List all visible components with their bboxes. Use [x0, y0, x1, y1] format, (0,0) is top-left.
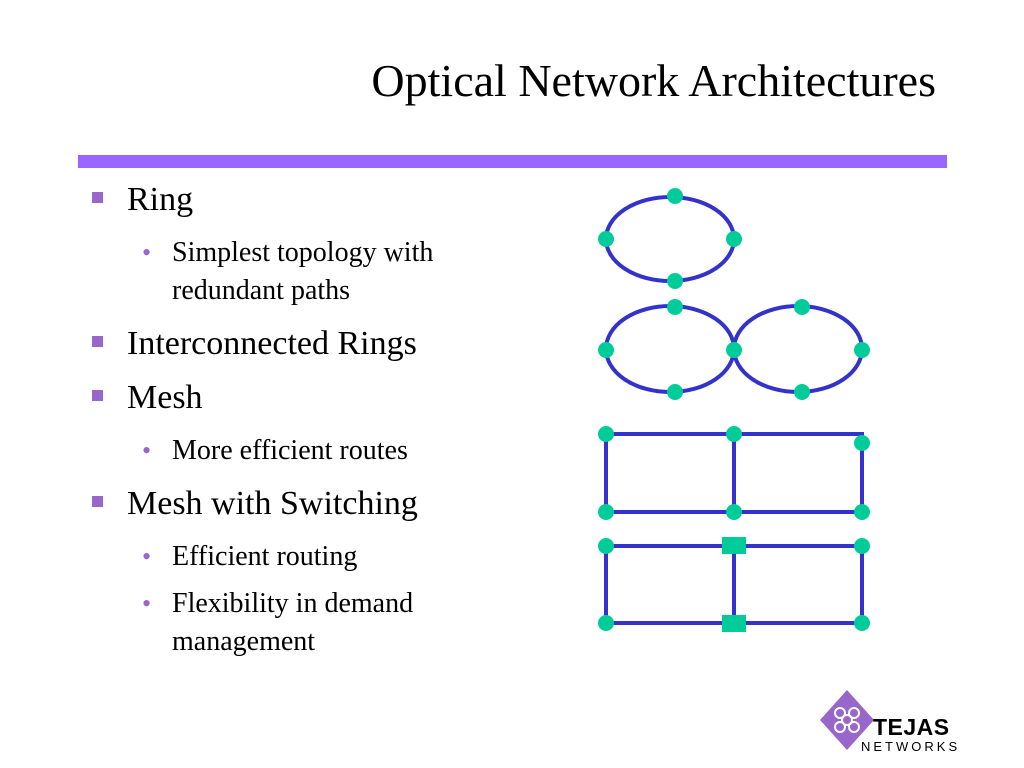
- ring-node: [598, 231, 614, 247]
- mesh-node: [854, 435, 870, 451]
- mesh-node: [598, 426, 614, 442]
- ring-link: [604, 304, 736, 394]
- interconnected-rings-topology: [598, 299, 870, 400]
- logo-name: TEJAS: [873, 714, 950, 740]
- mesh-node: [726, 426, 742, 442]
- sub-bullet-label: Efficient routing: [172, 541, 358, 572]
- sub-bullet: • Flexibility in demand management: [92, 585, 512, 661]
- bullet-mesh: Mesh: [92, 378, 512, 418]
- ring-node: [794, 384, 810, 400]
- ring-topology: [598, 188, 742, 289]
- dot-bullet-icon: •: [142, 542, 152, 571]
- mesh-node: [598, 615, 614, 631]
- switched-mesh-topology: [598, 537, 870, 632]
- sub-bullet-label: Simplest topology with redundant paths: [172, 237, 434, 306]
- ring-node: [667, 299, 683, 315]
- switch-node: [722, 537, 746, 554]
- bullet-ring: Ring: [92, 180, 512, 220]
- ring-node: [667, 273, 683, 289]
- ring-link: [604, 195, 736, 283]
- sub-bullet: • Efficient routing: [92, 538, 512, 576]
- mesh-node: [854, 504, 870, 520]
- mesh-node: [854, 538, 870, 554]
- sub-list-switching: • Efficient routing • Flexibility in dem…: [92, 538, 512, 661]
- sub-list-ring: • Simplest topology with redundant paths: [92, 234, 512, 310]
- shared-ring-node: [726, 342, 742, 358]
- square-bullet-icon: [92, 336, 103, 347]
- dot-bullet-icon: •: [142, 238, 152, 267]
- square-bullet-icon: [92, 192, 103, 203]
- sub-bullet-label: Flexibility in demand management: [172, 588, 414, 657]
- mesh-node: [598, 538, 614, 554]
- bullet-label: Ring: [127, 181, 194, 218]
- mesh-node: [854, 615, 870, 631]
- ring-node: [598, 342, 614, 358]
- title-divider: [78, 155, 947, 168]
- dot-bullet-icon: •: [142, 589, 152, 618]
- ring-node: [667, 188, 683, 204]
- bullet-label: Interconnected Rings: [127, 325, 417, 362]
- bullet-label: Mesh with Switching: [127, 485, 418, 522]
- mesh-topology: [598, 426, 870, 520]
- dot-bullet-icon: •: [142, 436, 152, 465]
- sub-list-mesh: • More efficient routes: [92, 432, 512, 470]
- ring-node: [794, 299, 810, 315]
- sub-bullet-label: More efficient routes: [172, 435, 408, 466]
- bullet-list: Ring • Simplest topology with redundant …: [92, 180, 512, 675]
- sub-bullet: • Simplest topology with redundant paths: [92, 234, 512, 310]
- bullet-mesh-with-switching: Mesh with Switching: [92, 484, 512, 524]
- square-bullet-icon: [92, 496, 103, 507]
- ring-node: [726, 231, 742, 247]
- knot-diamond-icon: [820, 690, 874, 750]
- ring-node: [854, 342, 870, 358]
- bullet-label: Mesh: [127, 379, 203, 416]
- square-bullet-icon: [92, 390, 103, 401]
- bullet-interconnected-rings: Interconnected Rings: [92, 324, 512, 364]
- ring-link: [732, 304, 864, 394]
- ring-node: [667, 384, 683, 400]
- logo-subtitle: NETWORKS: [861, 739, 961, 754]
- page-title: Optical Network Architectures: [371, 55, 936, 106]
- sub-bullet: • More efficient routes: [92, 432, 512, 470]
- mesh-node: [598, 504, 614, 520]
- switch-node: [722, 615, 746, 632]
- mesh-node: [726, 504, 742, 520]
